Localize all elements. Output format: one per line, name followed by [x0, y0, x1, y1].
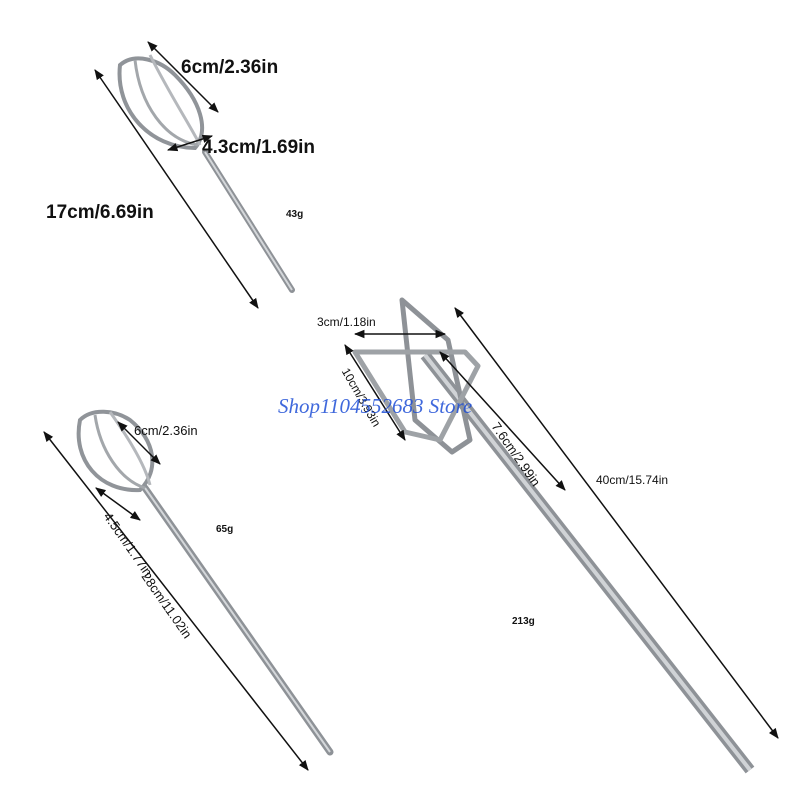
large-mixer-image	[352, 297, 755, 774]
small-total-length-label: 17cm/6.69in	[46, 202, 154, 223]
large-paddle-height-arrow	[344, 344, 406, 441]
small-head-length-label: 6cm/2.36in	[181, 57, 279, 78]
small-weight-label: 43g	[286, 209, 304, 220]
medium-total-length-arrow	[43, 431, 309, 771]
large-weight-label: 213g	[512, 616, 535, 627]
medium-weight-label: 65g	[216, 524, 234, 535]
medium-mixer-image	[76, 409, 334, 756]
store-watermark: Shop1104552683 Store	[278, 394, 473, 418]
small-mixer-image	[117, 54, 295, 293]
large-total-length-label: 40cm/15.74in	[596, 473, 669, 487]
large-paddle-depth-label: 3cm/1.18in	[317, 315, 376, 329]
large-total-length-arrow	[454, 307, 779, 739]
small-head-width-label: 4.3cm/1.69in	[202, 137, 316, 158]
small-total-length-arrow	[94, 69, 259, 309]
medium-head-length-label: 6cm/2.36in	[134, 423, 198, 438]
